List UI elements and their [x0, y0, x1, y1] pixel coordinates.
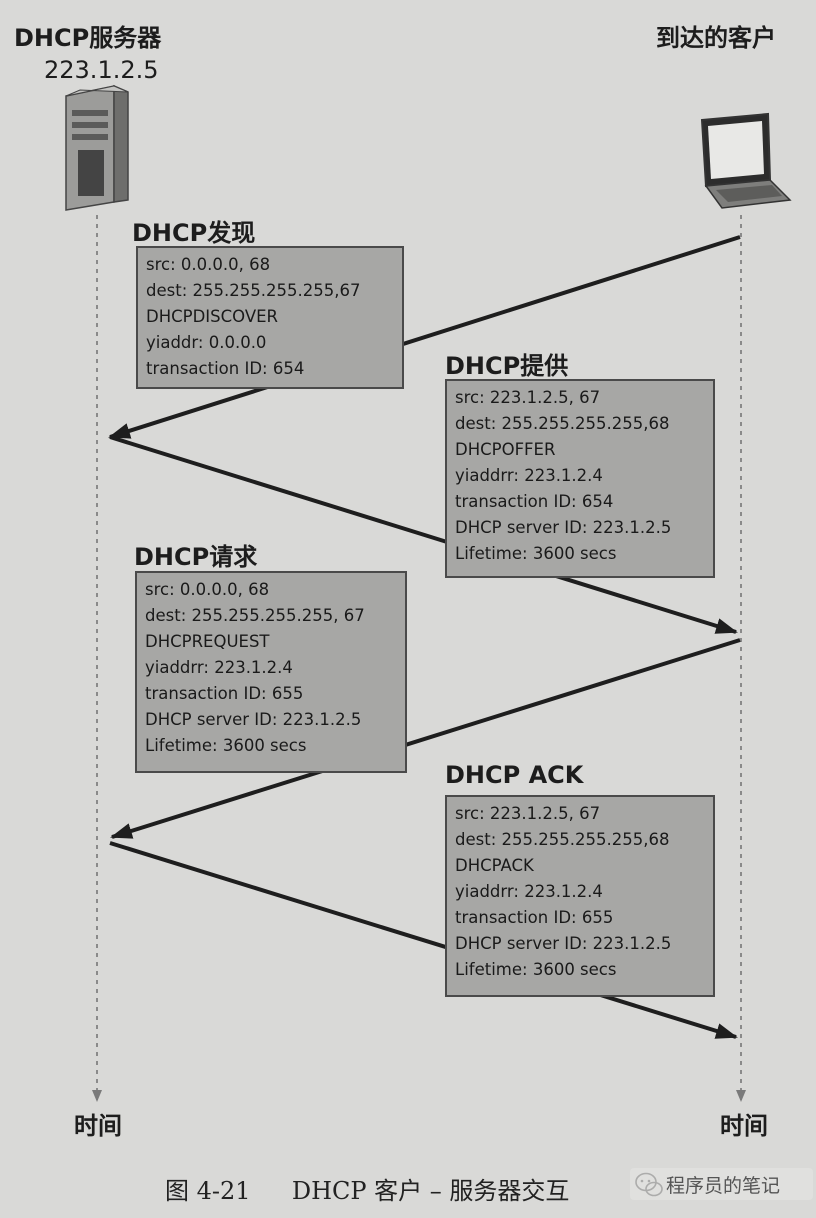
message-field: dest: 255.255.255.255,68 [455, 830, 670, 849]
message-field: DHCP server ID: 223.1.2.5 [455, 934, 672, 953]
client-title: 到达的客户 [656, 24, 776, 52]
client-time-label: 时间 [720, 1112, 768, 1140]
message-field: dest: 255.255.255.255,68 [455, 414, 670, 433]
message-field: transaction ID: 654 [146, 359, 305, 378]
message-field: yiaddrr: 223.1.2.4 [145, 658, 293, 677]
message-field: DHCP server ID: 223.1.2.5 [145, 710, 362, 729]
figure-number: 图 4-21 [165, 1177, 251, 1205]
message-field: src: 223.1.2.5, 67 [455, 804, 601, 823]
watermark: 程序员的笔记 [630, 1168, 813, 1200]
ack-message-box: src: 223.1.2.5, 67 dest: 255.255.255.255… [445, 795, 715, 997]
watermark-text: 程序员的笔记 [666, 1174, 781, 1197]
discover-title: DHCP发现 [132, 219, 256, 247]
message-field: DHCPOFFER [455, 440, 556, 459]
request-arrow [110, 638, 741, 839]
message-field: transaction ID: 654 [455, 492, 614, 511]
ack-arrow [109, 841, 738, 1039]
server-ip-address: 223.1.2.5 [44, 56, 159, 84]
request-title: DHCP请求 [134, 543, 258, 571]
message-field: DHCPACK [455, 856, 534, 875]
message-field: transaction ID: 655 [455, 908, 614, 927]
offer-title: DHCP提供 [445, 352, 569, 380]
message-field: transaction ID: 655 [145, 684, 304, 703]
server-time-label: 时间 [74, 1112, 122, 1140]
message-field: DHCPREQUEST [145, 632, 270, 651]
server-title: DHCP服务器 [14, 24, 162, 52]
discover-arrow [108, 235, 741, 439]
message-field: src: 223.1.2.5, 67 [455, 388, 601, 407]
message-field: DHCP server ID: 223.1.2.5 [455, 518, 672, 537]
message-field: src: 0.0.0.0, 68 [146, 255, 271, 274]
message-field: DHCPDISCOVER [146, 307, 279, 326]
figure-caption: 图 4-21 DHCP 客户 – 服务器交互 [165, 1171, 569, 1206]
message-field: dest: 255.255.255.255, 67 [145, 606, 365, 625]
request-message-box: src: 0.0.0.0, 68 dest: 255.255.255.255, … [135, 571, 407, 773]
server-tower-icon [65, 84, 129, 211]
message-field: yiaddr: 0.0.0.0 [146, 333, 267, 352]
offer-arrow [109, 435, 738, 634]
offer-message-box: src: 223.1.2.5, 67 dest: 255.255.255.255… [445, 379, 715, 578]
message-field: yiaddrr: 223.1.2.4 [455, 466, 603, 485]
figure-caption-text: DHCP 客户 – 服务器交互 [291, 1177, 570, 1205]
message-field: Lifetime: 3600 secs [145, 736, 307, 755]
message-field: Lifetime: 3600 secs [455, 544, 617, 563]
laptop-icon [700, 112, 792, 209]
message-field: src: 0.0.0.0, 68 [145, 580, 270, 599]
message-field: dest: 255.255.255.255,67 [146, 281, 361, 300]
message-field: yiaddrr: 223.1.2.4 [455, 882, 603, 901]
discover-message-box: src: 0.0.0.0, 68 dest: 255.255.255.255,6… [136, 246, 404, 389]
message-field: Lifetime: 3600 secs [455, 960, 617, 979]
ack-title: DHCP ACK [445, 761, 584, 789]
